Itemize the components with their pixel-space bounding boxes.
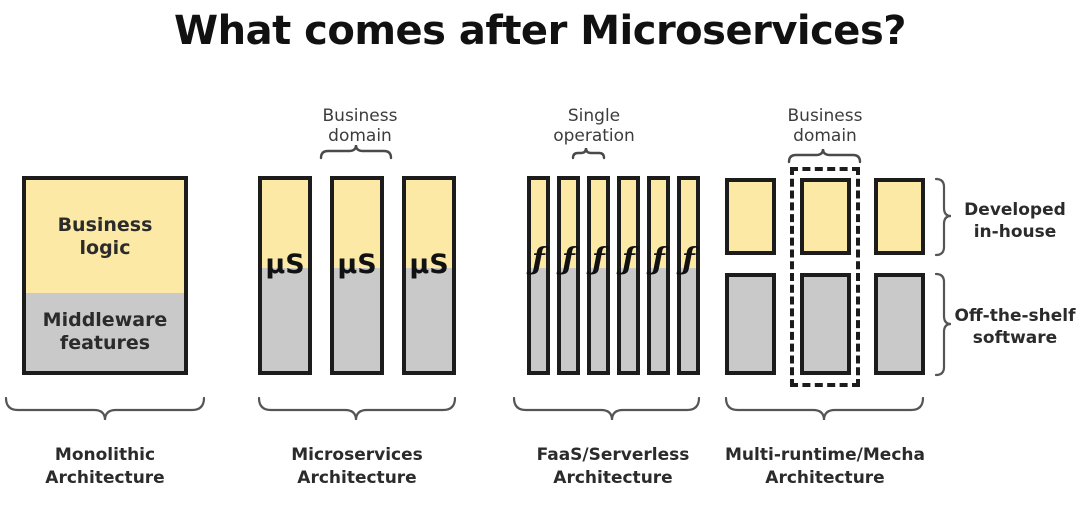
monolith-business-logic-section: Business logic	[26, 180, 184, 293]
faas-bar: ƒ	[587, 176, 610, 375]
faas-business-logic-fill	[621, 180, 636, 268]
microservices-caption-line2: Architecture	[297, 467, 417, 488]
multiruntime-middleware-box	[800, 273, 851, 375]
multiruntime-annotation-line2: domain	[793, 126, 857, 147]
multiruntime-business-logic-box	[874, 178, 925, 255]
microservice-bar: μS	[258, 176, 312, 375]
developed-in-house-line1: Developed	[964, 200, 1066, 220]
page-title: What comes after Microservices?	[174, 8, 906, 54]
monolith-brace	[4, 396, 206, 421]
faas-business-logic-fill	[531, 180, 546, 268]
multiruntime-middleware-box	[874, 273, 925, 375]
microservices-annotation: Business domain	[290, 106, 430, 147]
multiruntime-business-logic-box	[725, 178, 776, 255]
multiruntime-middleware-box	[725, 273, 776, 375]
faas-bar: ƒ	[527, 176, 550, 375]
developed-in-house-brace	[934, 177, 952, 257]
multiruntime-caption-line1: Multi-runtime/Mecha	[725, 445, 925, 465]
faas-bar: ƒ	[617, 176, 640, 375]
faas-operation-brace	[571, 147, 606, 160]
faas-bar: ƒ	[647, 176, 670, 375]
microservices-caption-line1: Microservices	[291, 445, 423, 465]
multiruntime-caption: Multi-runtime/Mecha Architecture	[725, 444, 925, 490]
faas-annotation-line1: Single	[567, 106, 621, 126]
faas-annotation: Single operation	[524, 106, 664, 147]
microservices-annotation-line1: Business	[322, 106, 398, 126]
multiruntime-caption-line2: Architecture	[765, 467, 885, 488]
microservice-business-logic-fill	[406, 180, 452, 268]
faas-business-logic-fill	[591, 180, 606, 268]
multiruntime-business-logic-box	[800, 178, 851, 255]
monolith-middleware-line2: features	[59, 332, 151, 354]
faas-caption-line2: Architecture	[553, 467, 673, 488]
monolith-caption: Monolithic Architecture	[5, 444, 205, 490]
multiruntime-annotation: Business domain	[755, 106, 895, 147]
faas-caption-line1: FaaS/Serverless	[536, 445, 690, 465]
monolith-caption-line2: Architecture	[45, 467, 165, 488]
faas-annotation-line2: operation	[553, 126, 635, 147]
multiruntime-brace	[724, 396, 925, 421]
faas-bar: ƒ	[677, 176, 700, 375]
monolith-middleware-label: Middleware features	[43, 309, 168, 355]
off-the-shelf-line1: Off-the-shelf	[954, 306, 1076, 326]
faas-business-logic-fill	[651, 180, 666, 268]
monolith-middleware-section: Middleware features	[26, 293, 184, 371]
microservices-annotation-line2: domain	[328, 126, 392, 147]
monolith-box: Business logic Middleware features	[22, 176, 188, 375]
off-the-shelf-brace	[934, 272, 952, 377]
faas-business-logic-fill	[681, 180, 696, 268]
developed-in-house-line2: in-house	[973, 222, 1057, 243]
microservice-bar: μS	[330, 176, 384, 375]
faas-business-logic-fill	[561, 180, 576, 268]
monolith-middleware-line1: Middleware	[42, 309, 168, 332]
off-the-shelf-line2: software	[972, 328, 1058, 349]
developed-in-house-label: Developed in-house	[950, 199, 1080, 243]
monolith-business-logic-line1: Business	[57, 213, 153, 236]
faas-caption: FaaS/Serverless Architecture	[513, 444, 713, 490]
microservices-brace	[257, 396, 457, 421]
off-the-shelf-label: Off-the-shelf software	[950, 305, 1080, 349]
microservice-business-logic-fill	[262, 180, 308, 268]
multiruntime-annotation-line1: Business	[787, 106, 863, 126]
monolith-business-logic-line2: logic	[79, 236, 131, 259]
microservices-domain-brace	[319, 144, 393, 160]
microservice-bar: μS	[402, 176, 456, 375]
microservices-caption: Microservices Architecture	[257, 444, 457, 490]
multiruntime-domain-brace	[787, 148, 862, 164]
faas-bar: ƒ	[557, 176, 580, 375]
faas-brace	[512, 396, 701, 421]
monolith-business-logic-label: Business logic	[58, 214, 153, 260]
business-domain-highlight	[790, 167, 860, 387]
monolith-caption-line1: Monolithic	[54, 445, 156, 465]
microservice-business-logic-fill	[334, 180, 380, 268]
